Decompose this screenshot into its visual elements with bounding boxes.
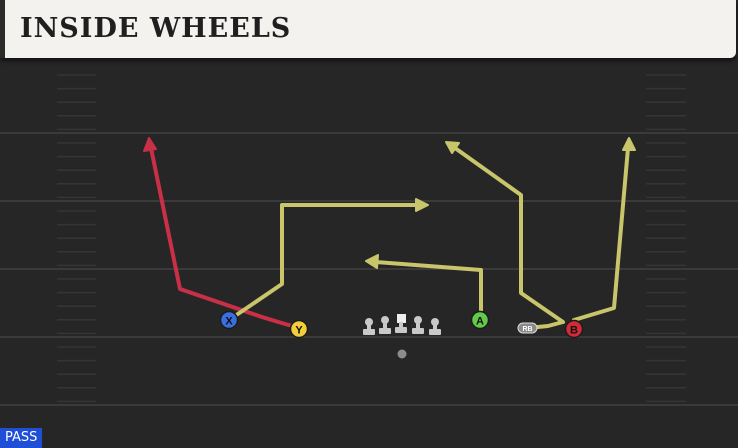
route-a xyxy=(374,260,483,317)
route-arrowhead xyxy=(365,254,379,269)
receiver-y: Y xyxy=(289,319,309,339)
route-arrowhead xyxy=(622,137,636,151)
running-back-label: RB xyxy=(522,326,532,333)
receiver-y-label: Y xyxy=(295,325,303,337)
route-arrowhead xyxy=(415,198,429,212)
route-arrowhead xyxy=(143,137,157,152)
receiver-a: A xyxy=(470,310,490,330)
receiver-x-label: X xyxy=(225,316,233,328)
play-type-badge: PASS xyxy=(0,428,43,448)
lineman-icon xyxy=(379,316,391,334)
lineman-icon xyxy=(429,318,441,335)
play-title: INSIDE WHEELS xyxy=(20,13,292,44)
route-x xyxy=(230,203,420,320)
center-icon xyxy=(395,314,407,333)
lineman-icon xyxy=(363,318,375,335)
receiver-b-label: B xyxy=(570,325,578,337)
receiver-x: X xyxy=(219,310,239,330)
title-accent-bar xyxy=(0,0,5,58)
offensive-line xyxy=(363,314,441,335)
quarterback-marker xyxy=(397,349,407,359)
route-arrowhead xyxy=(445,141,460,154)
receiver-a-label: A xyxy=(476,316,484,328)
lineman-icon xyxy=(412,316,424,334)
route-b xyxy=(572,146,630,322)
route-y-primary xyxy=(149,146,302,330)
running-back: RB xyxy=(517,322,538,334)
play-title-bar: INSIDE WHEELS xyxy=(0,0,736,58)
route-rb xyxy=(453,146,565,330)
hash-marks xyxy=(57,74,686,403)
yard-lines xyxy=(0,132,738,406)
routes xyxy=(143,137,636,330)
receiver-b: B xyxy=(564,319,584,339)
